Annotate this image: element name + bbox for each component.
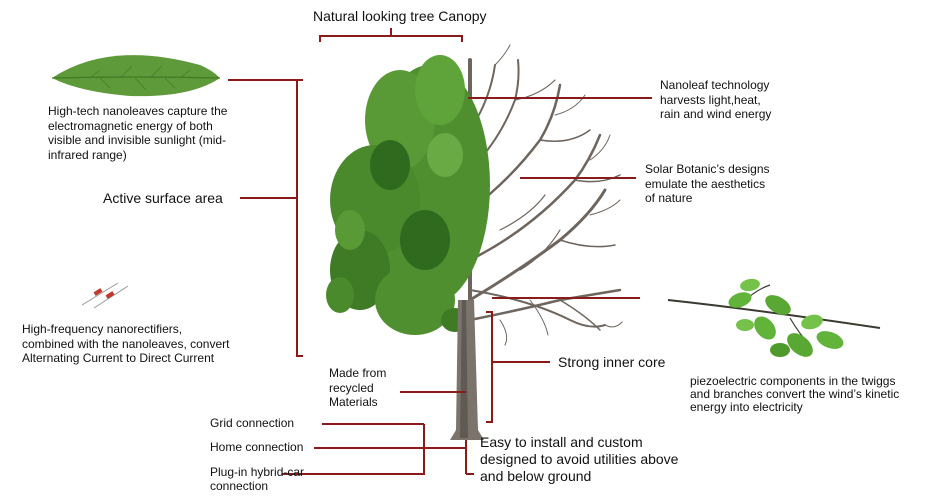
label-canopy: Natural looking tree Canopy [313, 8, 487, 24]
connector-lines [228, 28, 652, 475]
label-inner-core: Strong inner core [558, 354, 666, 370]
leafy-canopy [326, 55, 490, 335]
label-home-connection: Home connection [210, 440, 304, 454]
leaf-icon [51, 55, 221, 97]
label-grid-connection: Grid connection [210, 416, 295, 430]
label-active-surface: Active surface area [103, 190, 223, 206]
bare-branches [468, 44, 623, 346]
label-install: Easy to install and custom designed to a… [480, 434, 679, 484]
label-piezo: piezoelectric components in the twiggs a… [690, 374, 900, 415]
label-nanoleaves: High-tech nanoleaves capture the electro… [48, 104, 228, 162]
label-recycled: Made from recycled Materials [329, 366, 387, 410]
tree-illustration [326, 44, 623, 440]
twig-icon [667, 278, 881, 357]
label-nanoleaf-tech: Nanoleaf technology harvests light,heat,… [660, 78, 772, 122]
label-nanorectifiers: High-frequency nanorectifiers, combined … [22, 322, 230, 366]
nanorectifier-icon [81, 282, 129, 309]
label-hybrid-car: Plug-in hybrid-car connection [210, 465, 305, 493]
label-aesthetics: Solar Botanic’s designs emulate the aest… [645, 162, 770, 206]
